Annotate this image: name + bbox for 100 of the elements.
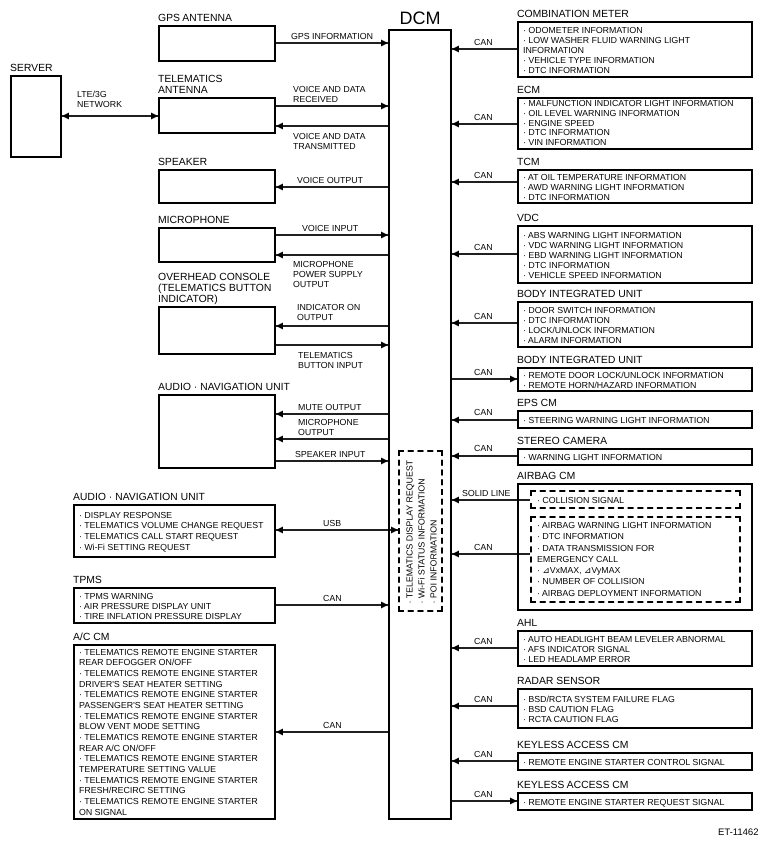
edge-label: CAN <box>474 367 493 377</box>
unit-title: BODY INTEGRATED UNIT <box>517 289 642 300</box>
edge-label: USB <box>323 518 342 528</box>
edge-label: TELEMATICS BUTTON INPUT <box>298 350 366 370</box>
info-text: · AIRBAG DEPLOYMENT INFORMATION <box>537 588 702 599</box>
unit-title: AIRBAG CM <box>517 471 576 482</box>
unit-title: OVERHEAD CONSOLE (TELEMATICS BUTTON INDICATOR) <box>158 272 272 305</box>
unit-title: TCM <box>517 157 540 168</box>
edge-label: GPS INFORMATION <box>291 31 373 41</box>
info-text: · REMOTE DOOR LOCK/UNLOCK INFORMATION <box>523 370 724 380</box>
info-text: · AWD WARNING LIGHT INFORMATION <box>523 182 684 192</box>
info-text: · DTC INFORMATION <box>523 128 610 138</box>
info-text: · VIN INFORMATION <box>523 138 606 148</box>
info-text: · DTC INFORMATION <box>523 64 610 74</box>
edge-label: CAN <box>323 720 342 730</box>
dashed-group-box <box>398 450 443 612</box>
edge-label: CAN <box>323 593 342 603</box>
info-text: · COLLISION SIGNAL <box>537 494 624 504</box>
info-text: · NUMBER OF COLLISION <box>537 576 645 588</box>
info-text: · AFS INDICATOR SIGNAL <box>523 644 630 654</box>
info-text: · EBD WARNING LIGHT INFORMATION <box>523 250 683 260</box>
info-text: · ⊿VxMAX, ⊿VyMAX <box>537 565 620 576</box>
unit-title: VDC <box>517 213 539 224</box>
unit-title: AHL <box>517 618 538 629</box>
unit-title: KEYLESS ACCESS CM <box>517 740 628 751</box>
connector-arrow <box>276 728 388 736</box>
connector-arrow <box>276 252 388 258</box>
unit-title: AUDIO · NAVIGATION UNIT <box>158 382 290 393</box>
connector-arrow <box>276 458 388 464</box>
info-text: · TELEMATICS REMOTE ENGINE STARTER PASSENGER'S SEAT HEATER SETTING <box>79 689 259 711</box>
info-text: · REMOTE ENGINE STARTER REQUEST SIGNAL <box>523 796 724 806</box>
dashed-group-box <box>530 516 741 603</box>
unit-title: AUDIO · NAVIGATION UNIT <box>73 492 205 503</box>
info-text: · OIL LEVEL WARNING INFORMATION <box>523 108 680 119</box>
info-text: · TELEMATICS REMOTE ENGINE STARTER REAR A/C ON/OFF <box>79 732 259 754</box>
info-text: · TELEMATICS REMOTE ENGINE STARTER BLOW VENT MODE SETTING <box>79 710 259 732</box>
connector-arrow <box>452 644 517 652</box>
unit-title: A/C CM <box>73 632 110 643</box>
edge-label: VOICE OUTPUT <box>297 175 363 185</box>
info-text: · LED HEADLAMP ERROR <box>523 654 630 664</box>
unit-title: TPMS <box>73 575 102 586</box>
info-text: · REMOTE HORN/HAZARD INFORMATION <box>523 380 696 390</box>
connector-arrow <box>452 452 517 460</box>
unit-title: SPEAKER <box>158 157 208 168</box>
connector-arrow <box>452 758 517 764</box>
unit-title: COMBINATION METER <box>517 9 629 20</box>
info-text: · TELEMATICS REMOTE ENGINE STARTER ON SIGNAL <box>79 796 259 818</box>
info-text: · ODOMETER INFORMATION <box>523 24 643 34</box>
figure-code: ET-11462 <box>718 827 758 838</box>
connector-arrow <box>276 410 388 418</box>
info-text: · TPMS WARNING <box>79 590 154 600</box>
connector-arrow <box>452 496 530 504</box>
info-text: · Wi-Fi SETTING REQUEST <box>79 542 190 552</box>
unit-title: SERVER <box>10 63 53 74</box>
info-text: · DTC INFORMATION <box>523 192 610 202</box>
connector-arrow <box>276 526 398 534</box>
edge-label: CAN <box>474 443 493 453</box>
info-text: · AUTO HEADLIGHT BEAM LEVELER ABNORMAL <box>523 634 726 644</box>
info-text: · TELEMATICS VOLUME CHANGE REQUEST <box>79 520 264 531</box>
connector-arrow <box>276 122 388 130</box>
connector-arrow <box>62 112 158 120</box>
unit-title: RADAR SENSOR <box>517 676 600 687</box>
edge-label: MUTE OUTPUT <box>298 402 362 412</box>
edge-label: CAN <box>474 37 493 47</box>
connector-arrow <box>276 602 388 608</box>
edge-label: VOICE INPUT <box>302 223 358 233</box>
connector-arrow <box>276 184 388 190</box>
edge-label: CAN <box>474 311 493 321</box>
edge-label: CAN <box>474 242 493 252</box>
info-text: · TELEMATICS REMOTE ENGINE STARTER FRESH/RECIRC SETTING <box>79 774 259 796</box>
info-text: · TELEMATICS REMOTE ENGINE STARTER TEMPERATURE SETTING VALUE <box>79 753 259 775</box>
edge-label: CAN <box>474 112 493 122</box>
unit-title: KEYLESS ACCESS CM <box>517 780 628 791</box>
edge-label: CAN <box>474 694 493 704</box>
edge-label: CAN <box>474 636 493 646</box>
connector-arrow <box>276 40 388 46</box>
info-text: · DTC INFORMATION <box>523 314 610 324</box>
info-text: · WARNING LIGHT INFORMATION <box>523 452 662 462</box>
unit-title: EPS CM <box>517 398 557 409</box>
connector-arrow <box>452 376 517 382</box>
info-text: · DISPLAY RESPONSE <box>79 510 172 520</box>
connector-arrow <box>276 342 388 348</box>
connector-arrow <box>452 120 517 128</box>
connector-arrow <box>452 178 517 186</box>
unit-title: MICROPHONE <box>158 215 230 226</box>
info-text: · POI INFORMATION <box>426 519 438 603</box>
unit-title: GPS ANTENNA <box>158 13 232 24</box>
info-text: · REMOTE ENGINE STARTER CONTROL SIGNAL <box>523 756 725 766</box>
info-text: · DATA TRANSMISSION FOR EMERGENCY CALL <box>537 542 656 566</box>
edge-label: CAN <box>474 749 493 759</box>
connector-arrow <box>276 102 388 110</box>
info-text: · MALFUNCTION INDICATOR LIGHT INFORMATION <box>523 99 734 109</box>
edge-label: SOLID LINE <box>462 488 510 498</box>
edge-label: CAN <box>474 542 493 552</box>
info-text: · VDC WARNING LIGHT INFORMATION <box>523 240 684 250</box>
connector-arrow <box>452 550 530 558</box>
connector-arrow <box>276 436 388 442</box>
info-text: · RCTA CAUTION FLAG <box>523 714 619 724</box>
info-text: · DTC INFORMATION <box>523 260 610 270</box>
info-text: · TELEMATICS DISPLAY REQUEST <box>402 459 414 603</box>
